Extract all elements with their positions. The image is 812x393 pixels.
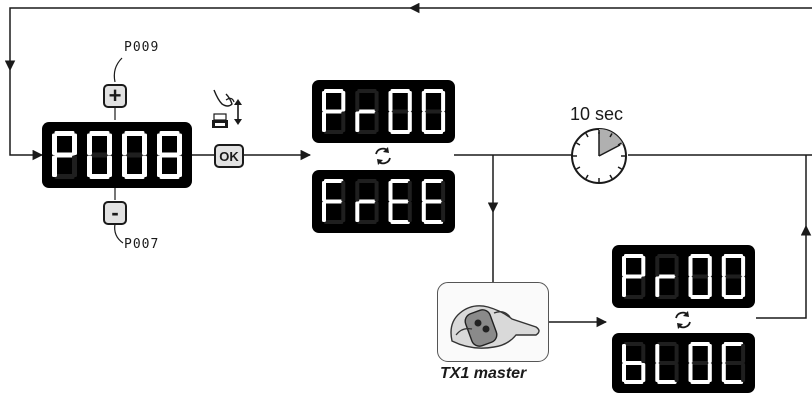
minus-button[interactable]: -	[103, 201, 127, 225]
prev-code-label: P007	[124, 237, 159, 252]
loop-line-entry	[10, 70, 42, 155]
remote-in-hand-icon	[437, 282, 549, 362]
return-line	[756, 226, 806, 318]
finger-press-icon	[214, 90, 234, 106]
plus-leader	[114, 58, 122, 82]
main-display	[42, 122, 192, 188]
code-display-bottom	[612, 245, 755, 308]
timer-label: 10 sec	[570, 104, 623, 125]
plus-button[interactable]: +	[103, 84, 127, 108]
minus-leader	[115, 224, 123, 243]
code-display-top	[312, 80, 455, 143]
up-down-arrow-icon	[234, 99, 242, 125]
printer-icon	[212, 114, 228, 128]
clock-timer-icon	[572, 129, 626, 183]
cycle-arrows-icon	[376, 147, 390, 165]
loop-line-left	[10, 8, 410, 70]
cycle-arrows-icon	[676, 311, 690, 329]
remote-label: TX1 master	[440, 365, 526, 383]
next-code-label: P009	[124, 40, 159, 55]
free-display	[312, 170, 455, 233]
block-display	[612, 333, 755, 393]
ok-button[interactable]: OK	[214, 144, 244, 168]
